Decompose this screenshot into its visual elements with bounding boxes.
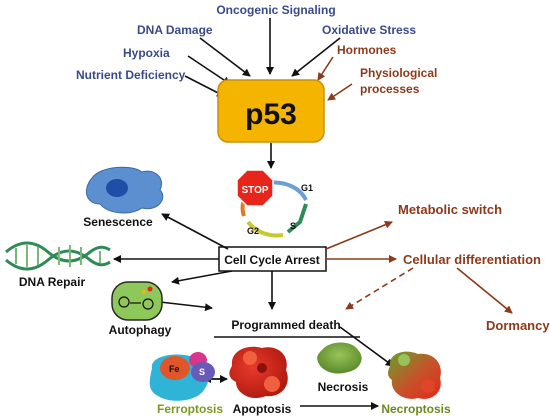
arrow-death-to-necroptosis xyxy=(339,326,394,367)
label-dna-repair: DNA Repair xyxy=(19,275,86,289)
arrest-box xyxy=(218,246,327,272)
label-fe: Fe xyxy=(169,364,180,374)
autophagosome-icon xyxy=(111,281,163,321)
label-metabolic-switch: Metabolic switch xyxy=(398,202,502,217)
senescent-nucleus xyxy=(106,179,128,197)
arrow-dna-damage xyxy=(199,37,251,77)
label-senescence: Senescence xyxy=(83,215,153,229)
label-necroptosis: Necroptosis xyxy=(381,402,451,416)
p53-hub: p53 xyxy=(217,79,325,143)
arrow-autophagy-to-death xyxy=(159,301,213,312)
cell-cycle-arrest: Cell Cycle Arrest xyxy=(218,246,327,272)
label-dna-damage: DNA Damage xyxy=(137,23,213,37)
necroptotic-bleb-1 xyxy=(398,354,410,366)
label-g2: G2 xyxy=(247,226,259,236)
label-hypoxia: Hypoxia xyxy=(123,46,170,60)
stop-sign-icon xyxy=(236,169,274,207)
p53-label: p53 xyxy=(245,98,297,131)
necrosis-group: Necrosis xyxy=(317,342,369,394)
ferroptosis-s-blob xyxy=(191,362,215,382)
apoptotic-bleb-1 xyxy=(243,351,257,365)
label-ferroptosis: Ferroptosis xyxy=(157,402,223,416)
label-apoptosis: Apoptosis xyxy=(233,402,292,416)
arrow-oxidative xyxy=(291,37,341,77)
ferroptosis-group: Fe S Ferroptosis xyxy=(149,352,223,416)
label-g1: G1 xyxy=(301,183,313,193)
autophagy-vesicle-1 xyxy=(118,296,130,308)
necroptotic-cell-icon xyxy=(388,351,441,399)
arrow-to-senescence xyxy=(161,213,229,250)
arrow-physiological xyxy=(327,83,353,101)
stop-text: STOP xyxy=(241,185,268,196)
ferroptosis-fe-blob xyxy=(160,356,190,380)
cell-cycle-icon: STOP G1 S G2 xyxy=(236,169,313,238)
necrotic-cell-icon xyxy=(317,342,362,374)
apoptotic-bleb-2 xyxy=(264,376,280,392)
autophagy-dot-red xyxy=(147,286,153,292)
necroptotic-bleb-2 xyxy=(421,379,435,393)
arrow-hypoxia xyxy=(187,55,231,85)
label-physiological: Physiological xyxy=(360,66,437,80)
arrest-label: Cell Cycle Arrest xyxy=(224,253,320,267)
arrow-hormones xyxy=(317,56,334,81)
necroptosis-group: Necroptosis xyxy=(381,351,451,416)
senescence-group: Senescence xyxy=(83,166,164,229)
label-s-ferro: S xyxy=(199,367,205,377)
label-dormancy: Dormancy xyxy=(486,318,550,333)
label-nutrient-deficiency: Nutrient Deficiency xyxy=(76,68,186,82)
label-autophagy: Autophagy xyxy=(109,323,172,337)
label-oxidative-stress: Oxidative Stress xyxy=(322,23,416,37)
arrow-to-dormancy xyxy=(456,267,513,314)
label-oncogenic-signaling: Oncogenic Signaling xyxy=(216,3,335,17)
cycle-arc-s xyxy=(286,203,308,234)
arrow-to-metabolic-switch xyxy=(325,220,393,250)
stressor-arrows xyxy=(184,18,353,101)
label-programmed-death: Programmed death xyxy=(231,318,340,332)
stressor-labels: Oncogenic Signaling DNA Damage Oxidative… xyxy=(76,3,437,96)
apoptosis-group: Apoptosis xyxy=(229,346,292,416)
label-hormones: Hormones xyxy=(337,43,397,57)
dna-repair-group: DNA Repair xyxy=(5,241,111,289)
arrow-to-autophagy xyxy=(171,270,233,285)
cycle-arc-g2 xyxy=(246,220,284,238)
dna-helix-icon xyxy=(5,241,111,271)
p53-box xyxy=(217,79,325,143)
label-s: S xyxy=(290,221,296,231)
arrow-differentiation-to-death xyxy=(345,267,414,310)
label-necrosis: Necrosis xyxy=(318,380,369,394)
label-processes: processes xyxy=(360,82,420,96)
apoptotic-bleb-3 xyxy=(257,363,267,373)
autophagy-vesicle-2 xyxy=(142,298,154,310)
autophagy-dot-yellow xyxy=(142,290,146,294)
label-cellular-differentiation: Cellular differentiation xyxy=(403,252,541,267)
apoptotic-cell-icon xyxy=(229,346,288,399)
autophagy-group: Autophagy xyxy=(109,281,172,337)
